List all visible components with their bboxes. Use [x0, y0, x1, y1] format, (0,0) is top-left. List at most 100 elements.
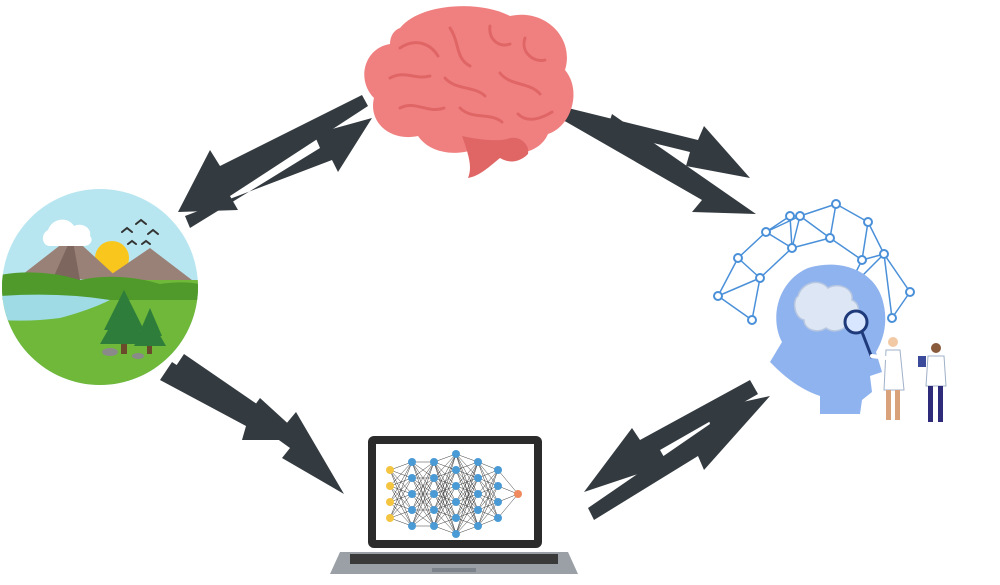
brain-nature-exchange-arrows — [178, 95, 372, 228]
network-link — [717, 257, 739, 297]
nn-node — [494, 482, 502, 490]
nn-link — [455, 461, 479, 487]
network-link — [799, 203, 837, 217]
nn-node — [474, 458, 482, 466]
nn-node — [452, 482, 460, 490]
scientist-figure-icon — [870, 337, 905, 420]
arrow-to-brain — [185, 118, 372, 228]
nn-node — [494, 466, 502, 474]
nn-node — [386, 466, 394, 474]
network-node — [863, 217, 873, 227]
researcher-figure-icon — [918, 343, 947, 422]
neural-network-nodes — [386, 450, 522, 538]
network-link — [867, 221, 885, 255]
network-link — [861, 221, 869, 261]
network-link — [765, 215, 801, 233]
network-link — [751, 277, 761, 321]
nn-node — [474, 506, 482, 514]
nn-node — [408, 490, 416, 498]
nn-node — [430, 522, 438, 530]
network-node — [831, 199, 841, 209]
nn-link — [411, 461, 435, 495]
network-link — [791, 215, 801, 249]
nn-node — [452, 514, 460, 522]
nn-node — [430, 474, 438, 482]
network-link — [829, 203, 837, 239]
network-link — [835, 203, 869, 223]
nn-link — [433, 485, 457, 527]
network-node — [905, 287, 915, 297]
nn-link — [477, 501, 499, 527]
network-node — [825, 233, 835, 243]
nn-link — [433, 453, 457, 511]
nn-node — [514, 490, 522, 498]
nn-node — [474, 474, 482, 482]
nn-node — [386, 514, 394, 522]
nn-node — [408, 458, 416, 466]
network-link — [759, 247, 793, 279]
laptop-ai-head-exchange-arrows — [584, 380, 770, 520]
nn-link — [433, 453, 457, 479]
arrow-to-ai-head-from-laptop — [588, 396, 770, 520]
nn-link — [411, 509, 435, 527]
network-node — [785, 211, 795, 221]
nn-link — [477, 485, 499, 527]
nn-link — [433, 501, 457, 527]
nn-node — [452, 530, 460, 538]
nn-node — [452, 450, 460, 458]
network-node — [879, 249, 889, 259]
nn-node — [452, 466, 460, 474]
nn-link — [455, 461, 479, 503]
network-link — [737, 231, 767, 259]
nn-link — [455, 477, 479, 535]
nn-link — [411, 477, 435, 527]
nn-link — [411, 461, 435, 479]
magnifier-icon — [843, 309, 869, 335]
arrow-to-laptop — [176, 354, 344, 494]
network-node — [787, 243, 797, 253]
network-link — [829, 237, 863, 261]
network-node — [733, 253, 743, 263]
network-link — [883, 253, 911, 293]
nn-link — [411, 461, 435, 527]
nn-link — [433, 453, 457, 527]
nn-link — [411, 461, 435, 511]
network-link — [799, 215, 831, 239]
nn-link — [497, 469, 519, 495]
nn-link — [477, 469, 499, 511]
nn-link — [433, 469, 457, 527]
nn-node — [474, 490, 482, 498]
network-node — [887, 313, 897, 323]
nn-node — [386, 482, 394, 490]
network-link — [891, 291, 911, 319]
nn-link — [389, 461, 413, 487]
nn-link — [477, 469, 499, 495]
nn-node — [430, 506, 438, 514]
network-link — [765, 231, 793, 249]
network-node — [755, 273, 765, 283]
nn-link — [389, 461, 413, 503]
network-nodes — [713, 199, 915, 325]
network-node — [857, 255, 867, 265]
brain-ai-head-exchange-arrows — [556, 106, 756, 214]
nature-laptop-exchange-arrows — [160, 354, 344, 494]
nn-node — [408, 522, 416, 530]
nn-link — [497, 493, 519, 519]
nn-link — [389, 493, 413, 519]
nn-node — [494, 514, 502, 522]
nn-link — [389, 461, 413, 519]
ai-head-network-icon — [713, 199, 947, 422]
arrow-to-brain-from-ai — [560, 108, 750, 178]
network-link — [791, 237, 831, 249]
nn-link — [455, 461, 479, 535]
nn-node — [430, 458, 438, 466]
brain-icon — [364, 6, 574, 178]
nn-link — [411, 493, 435, 527]
network-node — [713, 291, 723, 301]
network-link — [883, 253, 893, 319]
arrow-to-nature — [178, 95, 368, 212]
nn-link — [455, 493, 479, 535]
nn-node — [408, 474, 416, 482]
